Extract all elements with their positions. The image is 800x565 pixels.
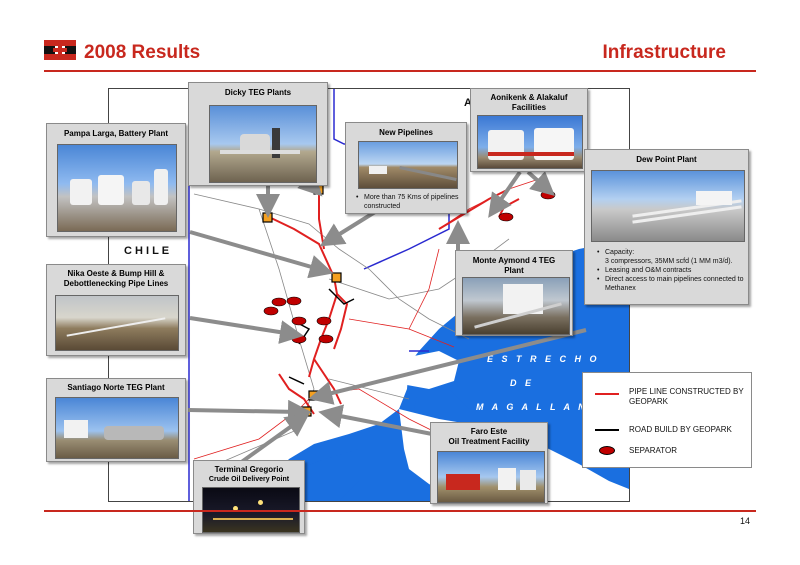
callout-title-2: Oil Treatment Facility	[448, 437, 530, 446]
legend-pipeline-swatch	[595, 393, 619, 395]
dew-point-photo	[591, 170, 745, 242]
callout-title: Dew Point Plant	[636, 155, 697, 164]
callout-title-1: Aonikenk & Alakaluf	[490, 93, 568, 102]
callout-nika-oeste: Nika Oeste & Bump Hill & Debottlenecking…	[46, 264, 186, 356]
map-label-partial: A	[464, 97, 472, 109]
legend-road-swatch	[595, 429, 619, 431]
callout-dicky: Dicky TEG Plants	[188, 82, 328, 186]
company-logo	[44, 40, 76, 60]
callout-santiago-norte: Santiago Norte TEG Plant	[46, 378, 186, 462]
monte-aymond-photo	[462, 277, 570, 335]
strait-label-1: E S T R E C H O	[487, 354, 600, 364]
pipelines-field-photo	[55, 295, 179, 351]
legend-label-line1: PIPE LINE CONSTRUCTED BY	[629, 387, 744, 396]
callout-title-1: Monte Aymond 4 TEG	[472, 256, 556, 265]
callout-terminal-gregorio: Terminal Gregorio Crude Oil Delivery Poi…	[193, 460, 305, 534]
country-label: C H I L E	[124, 245, 170, 257]
callout-title-2: Facilities	[511, 103, 547, 112]
legend-separator-swatch	[599, 446, 615, 455]
callout-aonikenk: Aonikenk & Alakaluf Facilities	[470, 88, 588, 172]
legend-pipeline-label: PIPE LINE CONSTRUCTED BY GEOPARK	[629, 387, 744, 407]
callout-title: New Pipelines	[379, 128, 433, 137]
bullet-item: Direct access to main pipelines connecte…	[597, 275, 753, 293]
callout-title-1: Terminal Gregorio	[214, 465, 284, 474]
callout-title-1: Nika Oeste & Bump Hill &	[67, 269, 165, 278]
callout-title-2: Debottlenecking Pipe Lines	[63, 279, 169, 288]
page-title: 2008 Results	[84, 42, 201, 63]
section-title: Infrastructure	[602, 42, 726, 63]
pipeline-photo	[358, 141, 458, 189]
teg-plant-photo	[209, 105, 317, 183]
bullet-item: 3 compressors, 35MM scfd (1 MM m3/d).	[605, 258, 733, 265]
page-number: 14	[740, 516, 751, 526]
callout-new-pipelines: New Pipelines More than 75 Kms of pipeli…	[345, 122, 467, 214]
legend-separator-label: SEPARATOR	[629, 446, 678, 455]
logo-icon	[44, 40, 76, 60]
callout-title-2: Crude Oil Delivery Point	[208, 476, 290, 483]
dew-point-bullets: Capacity: 3 compressors, 35MM scfd (1 MM…	[597, 248, 753, 293]
legend-label-line2: GEOPARK	[629, 397, 668, 406]
header-rule	[44, 70, 756, 72]
callout-title-2: Plant	[504, 266, 524, 275]
santiago-teg-photo	[55, 397, 179, 459]
bullet-item: Leasing and O&M contracts	[597, 266, 753, 275]
legend-road-label: ROAD BUILD BY GEOPARK	[629, 425, 732, 434]
legend: PIPE LINE CONSTRUCTED BY GEOPARK ROAD BU…	[582, 372, 752, 468]
footer-rule	[44, 510, 756, 512]
callout-monte-aymond: Monte Aymond 4 TEG Plant	[455, 250, 573, 336]
callout-title: Dicky TEG Plants	[224, 88, 292, 97]
oil-treatment-photo	[437, 451, 545, 503]
battery-plant-photo	[57, 144, 177, 232]
callout-dew-point: Dew Point Plant Capacity: 3 compressors,…	[584, 149, 749, 305]
strait-label-3: M A G A L L A N E S	[476, 402, 617, 412]
callout-title: Santiago Norte TEG Plant	[67, 383, 165, 392]
bullet-item: Capacity:	[597, 248, 753, 257]
strait-label-2: D E	[510, 378, 535, 388]
bullet-item: More than 75 Kms of pipelines constructe…	[356, 193, 470, 211]
callout-pampa-larga: Pampa Larga, Battery Plant	[46, 123, 186, 237]
callout-title-1: Faro Este	[470, 427, 508, 436]
callout-title: Pampa Larga, Battery Plant	[63, 129, 169, 138]
new-pipelines-bullets: More than 75 Kms of pipelines constructe…	[356, 193, 470, 211]
callout-faro-este: Faro Este Oil Treatment Facility	[430, 422, 548, 504]
tanks-photo	[477, 115, 583, 169]
